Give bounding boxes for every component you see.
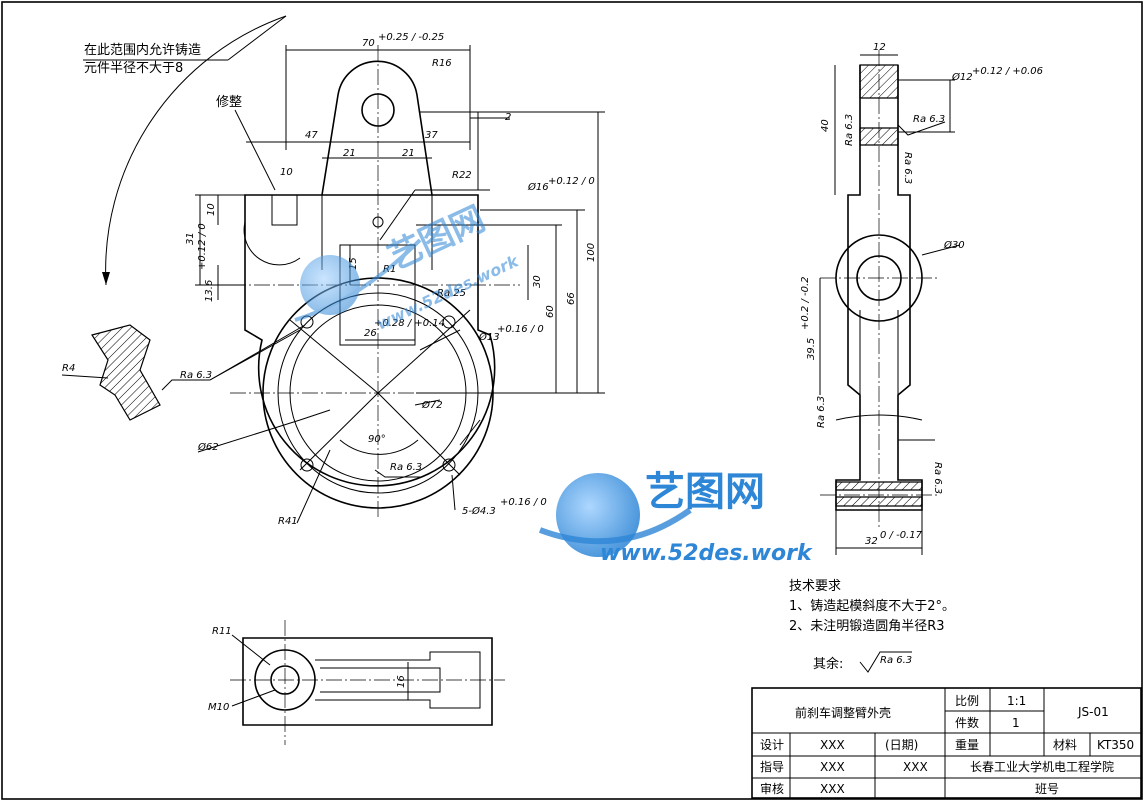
dim-16: 16 [396, 675, 407, 688]
dim-phi16-tol: +0.12 / 0 [548, 176, 595, 187]
body-outline [244, 194, 496, 487]
dim-40: 40 [820, 119, 831, 132]
tb-guide-name: XXX [820, 760, 845, 774]
tb-date-label: (日期) [885, 738, 918, 752]
tb-school: 长春工业大学机电工程学院 [970, 759, 1114, 774]
tb-drawing-no: JS-01 [1077, 705, 1109, 719]
tb-scale-value: 1:1 [1007, 694, 1026, 708]
watermark-right-url: www.52des.work [600, 541, 813, 566]
note-cast-line2: 元件半径不大于8 [84, 61, 183, 76]
tech-item-1: 1、铸造起模斜度不大于2°。 [789, 598, 955, 614]
dim-13-6: 13.6 [204, 280, 215, 302]
tb-qty-label: 件数 [955, 715, 979, 730]
dim-top-width: 70 [362, 38, 375, 49]
r4-section [91, 324, 161, 421]
dim-phi62: Ø62 [197, 441, 219, 453]
dim-2: 2 [505, 112, 511, 123]
dim-r16: R16 [432, 58, 452, 69]
dim-phi12-tol: +0.12 / +0.06 [972, 66, 1043, 77]
dim-15: 15 [348, 257, 359, 270]
dim-ra63-c: Ra 6.3 [844, 114, 855, 146]
dim-32-tol: 0 / -0.17 [880, 530, 923, 541]
note-cast-line1: 在此范围内允许铸造 [84, 42, 201, 58]
dim-60: 60 [545, 305, 556, 318]
dim-21a: 21 [343, 148, 356, 159]
watermark-center-brand: 艺图网 [382, 199, 491, 278]
dim-ra63-e: Ra 6.3 [902, 152, 913, 184]
tb-review-label: 审核 [760, 781, 784, 796]
tb-qty-value: 1 [1012, 716, 1020, 730]
watermark-center: 艺图网 www.52des.work [294, 199, 522, 334]
dim-21b: 21 [402, 148, 415, 159]
tb-review-name: XXX [820, 782, 845, 796]
side-view [819, 50, 961, 555]
dim-ra63-a: Ra 6.3 [180, 370, 212, 381]
dim-32: 32 [865, 536, 878, 547]
top-lug-outline [321, 60, 433, 196]
tb-scale-label: 比例 [955, 694, 979, 708]
dim-ra63-b: Ra 6.3 [390, 462, 422, 473]
dim-ra63-f: Ra 6.3 [816, 396, 827, 428]
tb-guide-label: 指导 [760, 759, 784, 774]
dim-holes: 5-Ø4.3 [462, 505, 496, 517]
dim-phi13: Ø13 [478, 331, 500, 343]
dim-phi16: Ø16 [527, 181, 549, 193]
tb-design-name: XXX [820, 738, 845, 752]
dim-r41: R41 [278, 516, 298, 527]
dim-31: 31 [185, 232, 196, 245]
cast-zone-arc [105, 15, 287, 286]
tb-weight-label: 重量 [955, 738, 979, 752]
watermark-right: 艺图网 www.52des.work [538, 469, 813, 566]
dim-26-tol: +0.28 / +0.14 [374, 318, 445, 329]
dim-66: 66 [566, 292, 577, 305]
dim-47: 47 [305, 130, 318, 141]
note-trim: 修整 [216, 95, 242, 110]
dim-r11: R11 [212, 626, 232, 637]
bottom-view [230, 620, 505, 745]
tb-class-label: 班号 [1035, 782, 1059, 796]
dim-top-width-tol: +0.25 / -0.25 [378, 32, 444, 43]
dim-m10: M10 [208, 702, 229, 713]
dim-r22: R22 [452, 170, 472, 181]
roughness-symbol-icon [859, 651, 912, 673]
dim-ra63-g: Ra 6.3 [932, 462, 943, 494]
dim-26: 26 [364, 328, 377, 339]
dim-angle90: 90° [368, 434, 386, 445]
dim-39-5: 39.5 [806, 338, 817, 360]
dim-37: 37 [425, 130, 438, 141]
dim-ra63-d: Ra 6.3 [913, 114, 945, 125]
tb-design-label: 设计 [760, 738, 784, 752]
dim-10v: 10 [206, 203, 217, 216]
dim-phi12: Ø12 [951, 71, 973, 83]
title-block [751, 687, 1142, 799]
dim-100: 100 [586, 243, 597, 262]
tech-rest-ra: Ra 6.3 [880, 655, 912, 666]
dim-10h: 10 [280, 167, 293, 178]
tech-item-2: 2、未注明锻造圆角半径R3 [789, 619, 945, 634]
dim-13-6-tol: +0.12 / 0 [197, 223, 208, 270]
dim-phi13-tol: +0.16 / 0 [497, 324, 544, 335]
dim-39-5-tol: +0.2 / -0.2 [800, 276, 811, 330]
dim-phi30: Ø30 [943, 239, 965, 251]
watermark-right-brand: 艺图网 [645, 469, 765, 515]
dim-phi72: Ø72 [421, 399, 443, 411]
tb-material-label: 材料 [1053, 738, 1077, 752]
tb-guide-date: XXX [903, 760, 928, 774]
tb-material-value: KT350 [1097, 738, 1134, 752]
tb-part-name: 前刹车调整臂外壳 [795, 705, 891, 720]
dim-holes-tol: +0.16 / 0 [500, 497, 547, 508]
dim-r4: R4 [62, 363, 75, 374]
dim-ra25: Ra 25 [437, 288, 466, 299]
dim-30: 30 [532, 275, 543, 288]
tech-rest-label: 其余: [813, 656, 843, 672]
tech-title: 技术要求 [789, 579, 841, 594]
dim-12: 12 [873, 42, 886, 53]
